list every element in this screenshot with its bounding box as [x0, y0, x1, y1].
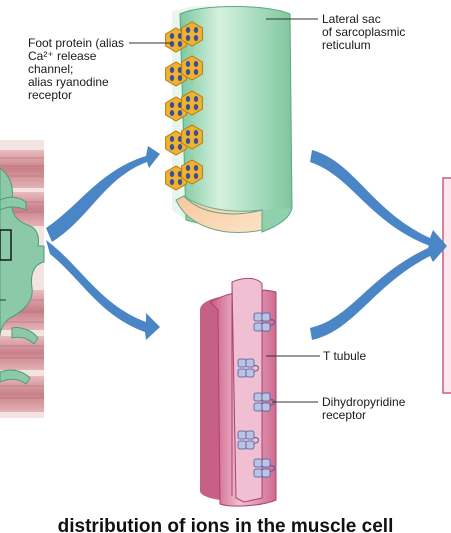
dhp-receptor-subunit — [237, 430, 247, 440]
dihydropyridine-receptors — [237, 312, 275, 478]
t-tubule-network — [0, 167, 45, 385]
dhp-receptor-loop — [253, 365, 259, 372]
dhp-receptor-subunit — [261, 312, 271, 322]
foot-protein-subunit — [185, 104, 191, 110]
dhp-receptor-subunit — [237, 440, 247, 450]
dhp-receptor-subunit — [237, 358, 247, 368]
dhp-receptor-loop — [269, 319, 275, 326]
foot-protein-subunit — [193, 69, 199, 75]
dhp-receptor-subunit — [245, 440, 255, 450]
dhp-receptor-subunit — [245, 358, 255, 368]
foot-protein-subunit — [185, 96, 191, 102]
foot-protein-subunit — [185, 27, 191, 33]
arrow-to-t-tubule — [46, 240, 160, 340]
foot-protein-subunit — [185, 138, 191, 144]
foot-protein-subunit — [177, 41, 183, 47]
dhp-receptor-subunit — [253, 312, 263, 322]
foot-protein-subunit — [169, 102, 175, 108]
foot-protein-subunit — [169, 144, 175, 150]
foot-protein-subunit — [193, 35, 199, 41]
foot-protein-subunit — [185, 69, 191, 75]
foot-protein-subunit — [185, 165, 191, 171]
foot-protein-subunit — [185, 61, 191, 67]
foot-protein-subunit — [177, 75, 183, 81]
foot-protein-subunit — [193, 104, 199, 110]
foot-protein-subunit — [193, 130, 199, 136]
label-foot-protein: Foot protein (alias Ca²⁺ release channel… — [28, 36, 125, 102]
dhp-receptor-subunit — [253, 468, 263, 478]
foot-protein-subunit — [193, 27, 199, 33]
foot-protein-subunit — [169, 41, 175, 47]
leader-lines — [129, 18, 320, 403]
zoom-box — [0, 229, 12, 261]
dhp-receptor-subunit — [261, 322, 271, 332]
foot-protein-subunit — [185, 130, 191, 136]
foot-protein-subunit — [177, 110, 183, 116]
foot-protein-subunit — [177, 179, 183, 185]
foot-protein-subunit — [193, 165, 199, 171]
foot-protein-subunit — [169, 136, 175, 142]
foot-protein-subunit — [193, 138, 199, 144]
dhp-receptor-subunit — [253, 322, 263, 332]
foot-protein-subunit — [185, 173, 191, 179]
dhp-receptor-subunit — [261, 392, 271, 402]
foot-protein-subunit — [169, 171, 175, 177]
foot-protein-subunit — [177, 144, 183, 150]
arrow-from-sarcoplasmic-reticulum — [310, 150, 447, 252]
foot-protein-subunit — [169, 67, 175, 73]
label-t-tubule: T tubule — [323, 349, 367, 363]
dhp-receptor-loop — [269, 465, 275, 472]
foot-protein-subunit — [169, 179, 175, 185]
dhp-receptor-loop — [253, 437, 259, 444]
foot-protein-subunit — [169, 110, 175, 116]
dhp-receptor-subunit — [261, 458, 271, 468]
foot-protein-subunit — [193, 96, 199, 102]
dhp-receptor-subunit — [253, 458, 263, 468]
next-panel-edge — [442, 177, 451, 394]
foot-protein-subunit — [193, 61, 199, 67]
dhp-receptor-subunit — [261, 402, 271, 412]
foot-protein-subunit — [169, 33, 175, 39]
foot-protein-subunit — [169, 75, 175, 81]
dhp-receptor-subunit — [245, 368, 255, 378]
foot-protein-subunit — [193, 173, 199, 179]
arrow-to-sarcoplasmic-reticulum — [46, 146, 160, 242]
dhp-receptor-subunit — [253, 392, 263, 402]
flow-arrows — [46, 146, 447, 340]
dhp-receptor-subunit — [237, 368, 247, 378]
foot-protein-subunit — [185, 35, 191, 41]
label-dhp-receptor: Dihydropyridine receptor — [322, 395, 406, 422]
arrow-from-t-tubule — [310, 242, 447, 340]
muscle-fiber-cutaway — [0, 140, 45, 418]
dhp-receptor-subunit — [245, 430, 255, 440]
figure-caption: distribution of ions in the muscle cell — [57, 516, 394, 533]
dhp-receptor-subunit — [261, 468, 271, 478]
foot-protein-cluster — [165, 21, 203, 191]
label-lateral-sac: Lateral sac of sarcoplasmic reticulum — [322, 12, 406, 52]
dhp-receptor-subunit — [253, 402, 263, 412]
